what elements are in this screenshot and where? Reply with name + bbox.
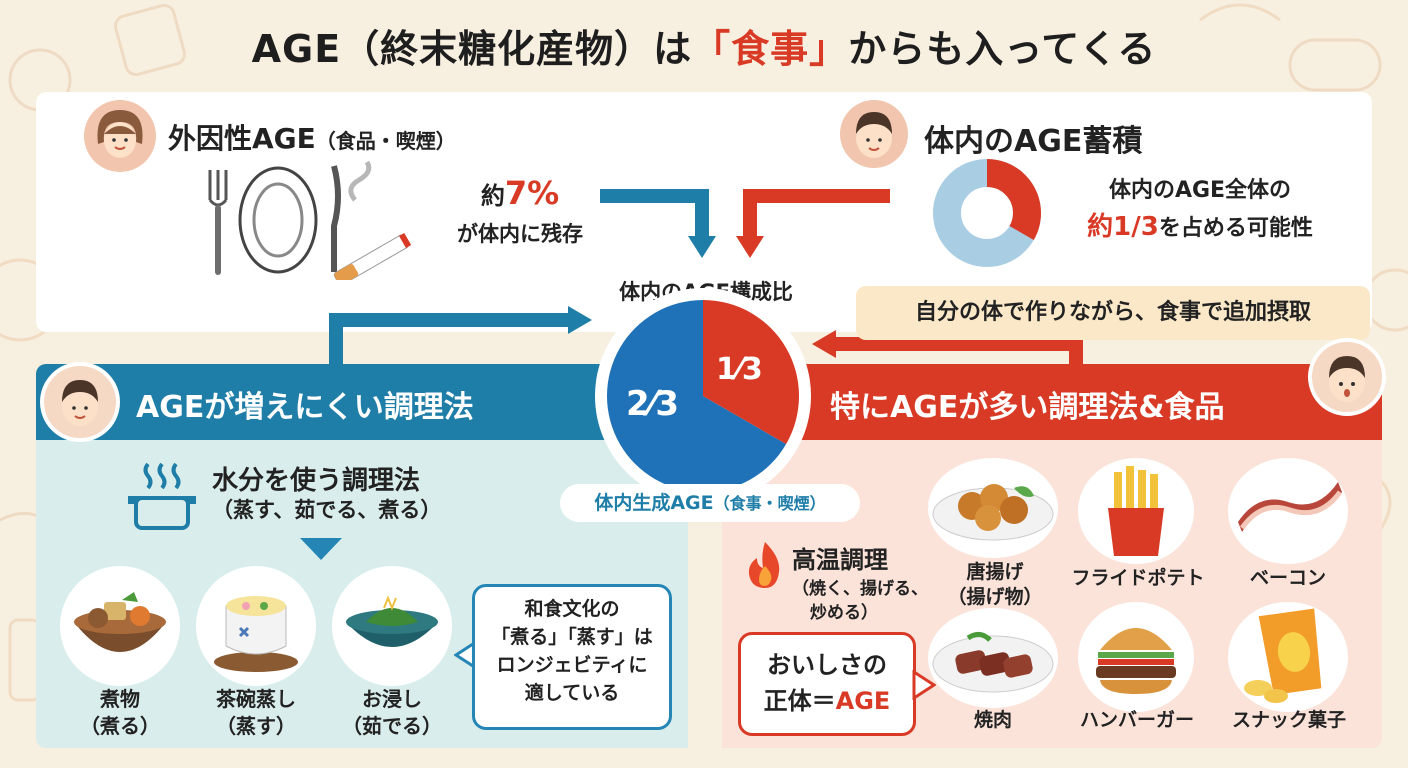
low-age-banner-text: AGEが増えにくい調理法: [136, 390, 474, 425]
main-title: AGE（終末糖化産物）は「食事」からも入ってくる: [0, 18, 1408, 73]
title-part2: からも入ってくる: [848, 27, 1157, 71]
exogenous-heading: 外因性AGE（食品・喫煙）: [168, 117, 456, 157]
pie-slice-two-thirds: [607, 300, 787, 492]
tasty-line2: 正体＝AGE: [741, 683, 913, 719]
note-line-3: ロンジェビティに: [496, 654, 648, 676]
yakiniku-image: [928, 608, 1058, 708]
nimono-image: [60, 566, 180, 686]
hamburger-name: ハンバーガー: [1079, 709, 1194, 731]
ohitashi-note: （茹でる）: [342, 714, 442, 738]
woman-avatar-icon: [84, 100, 156, 172]
stat-prefix: 約: [480, 182, 505, 210]
blue-arrow-down-head: [688, 236, 716, 258]
composition-bottom-label-text: 体内生成AGE: [594, 492, 714, 514]
tasty-line2-value: AGE: [835, 687, 891, 715]
accumulation-heading: 体内のAGE蓄積: [924, 124, 1143, 159]
title-highlight: 「食事」: [692, 27, 849, 71]
blue-arrow-right-head: [568, 306, 592, 334]
ohitashi-caption: お浸し （茹でる）: [332, 686, 452, 740]
boy-avatar-icon: [40, 362, 120, 442]
note-line-1: 和食文化の: [524, 598, 620, 620]
pie-slice-one-third: [703, 300, 799, 444]
fork-plate-knife-cigarette-icon: [208, 160, 412, 280]
red-arrow-down: [743, 189, 890, 238]
pie-label-one-third: 1⁄3: [716, 352, 763, 387]
exogenous-heading-sub: （食品・喫煙）: [315, 129, 456, 153]
bacon-name: ベーコン: [1249, 567, 1326, 589]
chawanmushi-caption: 茶碗蒸し （蒸す）: [196, 686, 316, 740]
high-age-method-sub2: 炒める）: [810, 603, 878, 623]
red-arrow-left-head: [812, 330, 836, 358]
stat-value: 7%: [504, 174, 560, 212]
accumulation-line1: 体内のAGE全体の: [1108, 178, 1292, 203]
tasty-line1: おいしさの: [767, 651, 887, 679]
high-age-banner-text: 特にAGEが多い調理法&食品: [830, 390, 1225, 425]
composition-bottom-label-sub: （食事・喫煙）: [713, 494, 826, 513]
red-arrow-left: [834, 337, 1083, 364]
low-age-banner: AGEが増えにくい調理法: [36, 364, 636, 440]
high-age-method-sub1: （焼く、揚げる、: [792, 579, 928, 599]
exogenous-heading-text: 外因性AGE: [168, 122, 316, 155]
low-age-method-sub: （蒸す、茹でる、煮る）: [212, 498, 442, 522]
ohitashi-name: お浸し: [362, 687, 422, 711]
self-made-banner: 自分の体で作りながら、食事で追加摂取: [856, 286, 1370, 340]
accumulation-donut-chart: [933, 159, 1041, 267]
stat-suffix: が体内に残存: [457, 222, 583, 246]
pie-label-two-thirds: 2⁄3: [626, 384, 679, 424]
accumulation-line2: 約1/3を占める可能性: [1050, 206, 1350, 243]
man-avatar-icon: [840, 100, 908, 168]
nimono-caption: 煮物 （煮る）: [60, 686, 180, 740]
donut-one-third-arc: [933, 159, 1041, 267]
blue-arrow-right: [329, 313, 570, 364]
low-age-method-title: 水分を使う調理法: [212, 466, 421, 496]
snack-name: スナック菓子: [1231, 709, 1346, 731]
tasty-line2-prefix: 正体＝: [763, 687, 836, 715]
karaage-image: [928, 458, 1058, 558]
down-triangle-icon: [300, 538, 342, 560]
blue-arrow-down: [600, 189, 709, 238]
nimono-note: （煮る）: [80, 714, 160, 738]
french-fries-image: [1078, 458, 1194, 564]
steaming-pot-icon: [128, 462, 196, 530]
yakiniku-name: 焼肉: [973, 709, 1012, 731]
chawanmushi-note: （蒸す）: [216, 714, 296, 738]
snack-image: [1228, 602, 1348, 712]
chawanmushi-name: 茶碗蒸し: [216, 687, 296, 711]
karaage-caption: 唐揚げ （揚げ物）: [930, 560, 1060, 610]
accumulation-rest: を占める可能性: [1158, 216, 1313, 241]
red-arrow-down-head: [736, 236, 764, 258]
note-line-2: 「煮る」「蒸す」は: [491, 626, 653, 648]
karaage-note: （揚げ物）: [947, 586, 1043, 608]
stat-7-percent: 約7%: [440, 174, 600, 212]
tasty-age-box: おいしさの 正体＝AGE: [738, 632, 916, 736]
ohitashi-image: [332, 566, 452, 686]
washoku-note-box: 和食文化の 「煮る」「蒸す」は ロンジェビティに 適している: [472, 584, 672, 730]
tasty-speech-tail: [912, 670, 936, 700]
french-fries-name: フライドポテト: [1071, 567, 1205, 589]
high-age-method-title: 高温調理: [792, 546, 888, 574]
hamburger-image: [1078, 602, 1194, 712]
note-line-4: 適している: [524, 682, 620, 704]
flame-icon: [748, 542, 780, 588]
nimono-name: 煮物: [100, 687, 140, 711]
chawanmushi-image: [196, 566, 316, 686]
title-part1: AGE（終末糖化産物）は: [251, 27, 693, 71]
surprised-man-avatar-icon: [1308, 338, 1386, 416]
composition-bottom-label: 体内生成AGE（食事・喫煙）: [560, 484, 860, 522]
composition-pie-chart: [607, 300, 799, 492]
bacon-image: [1228, 458, 1348, 564]
karaage-name: 唐揚げ: [966, 561, 1024, 583]
high-age-banner: 特にAGEが多い調理法&食品: [770, 364, 1382, 440]
accumulation-value: 約1/3: [1087, 212, 1159, 242]
